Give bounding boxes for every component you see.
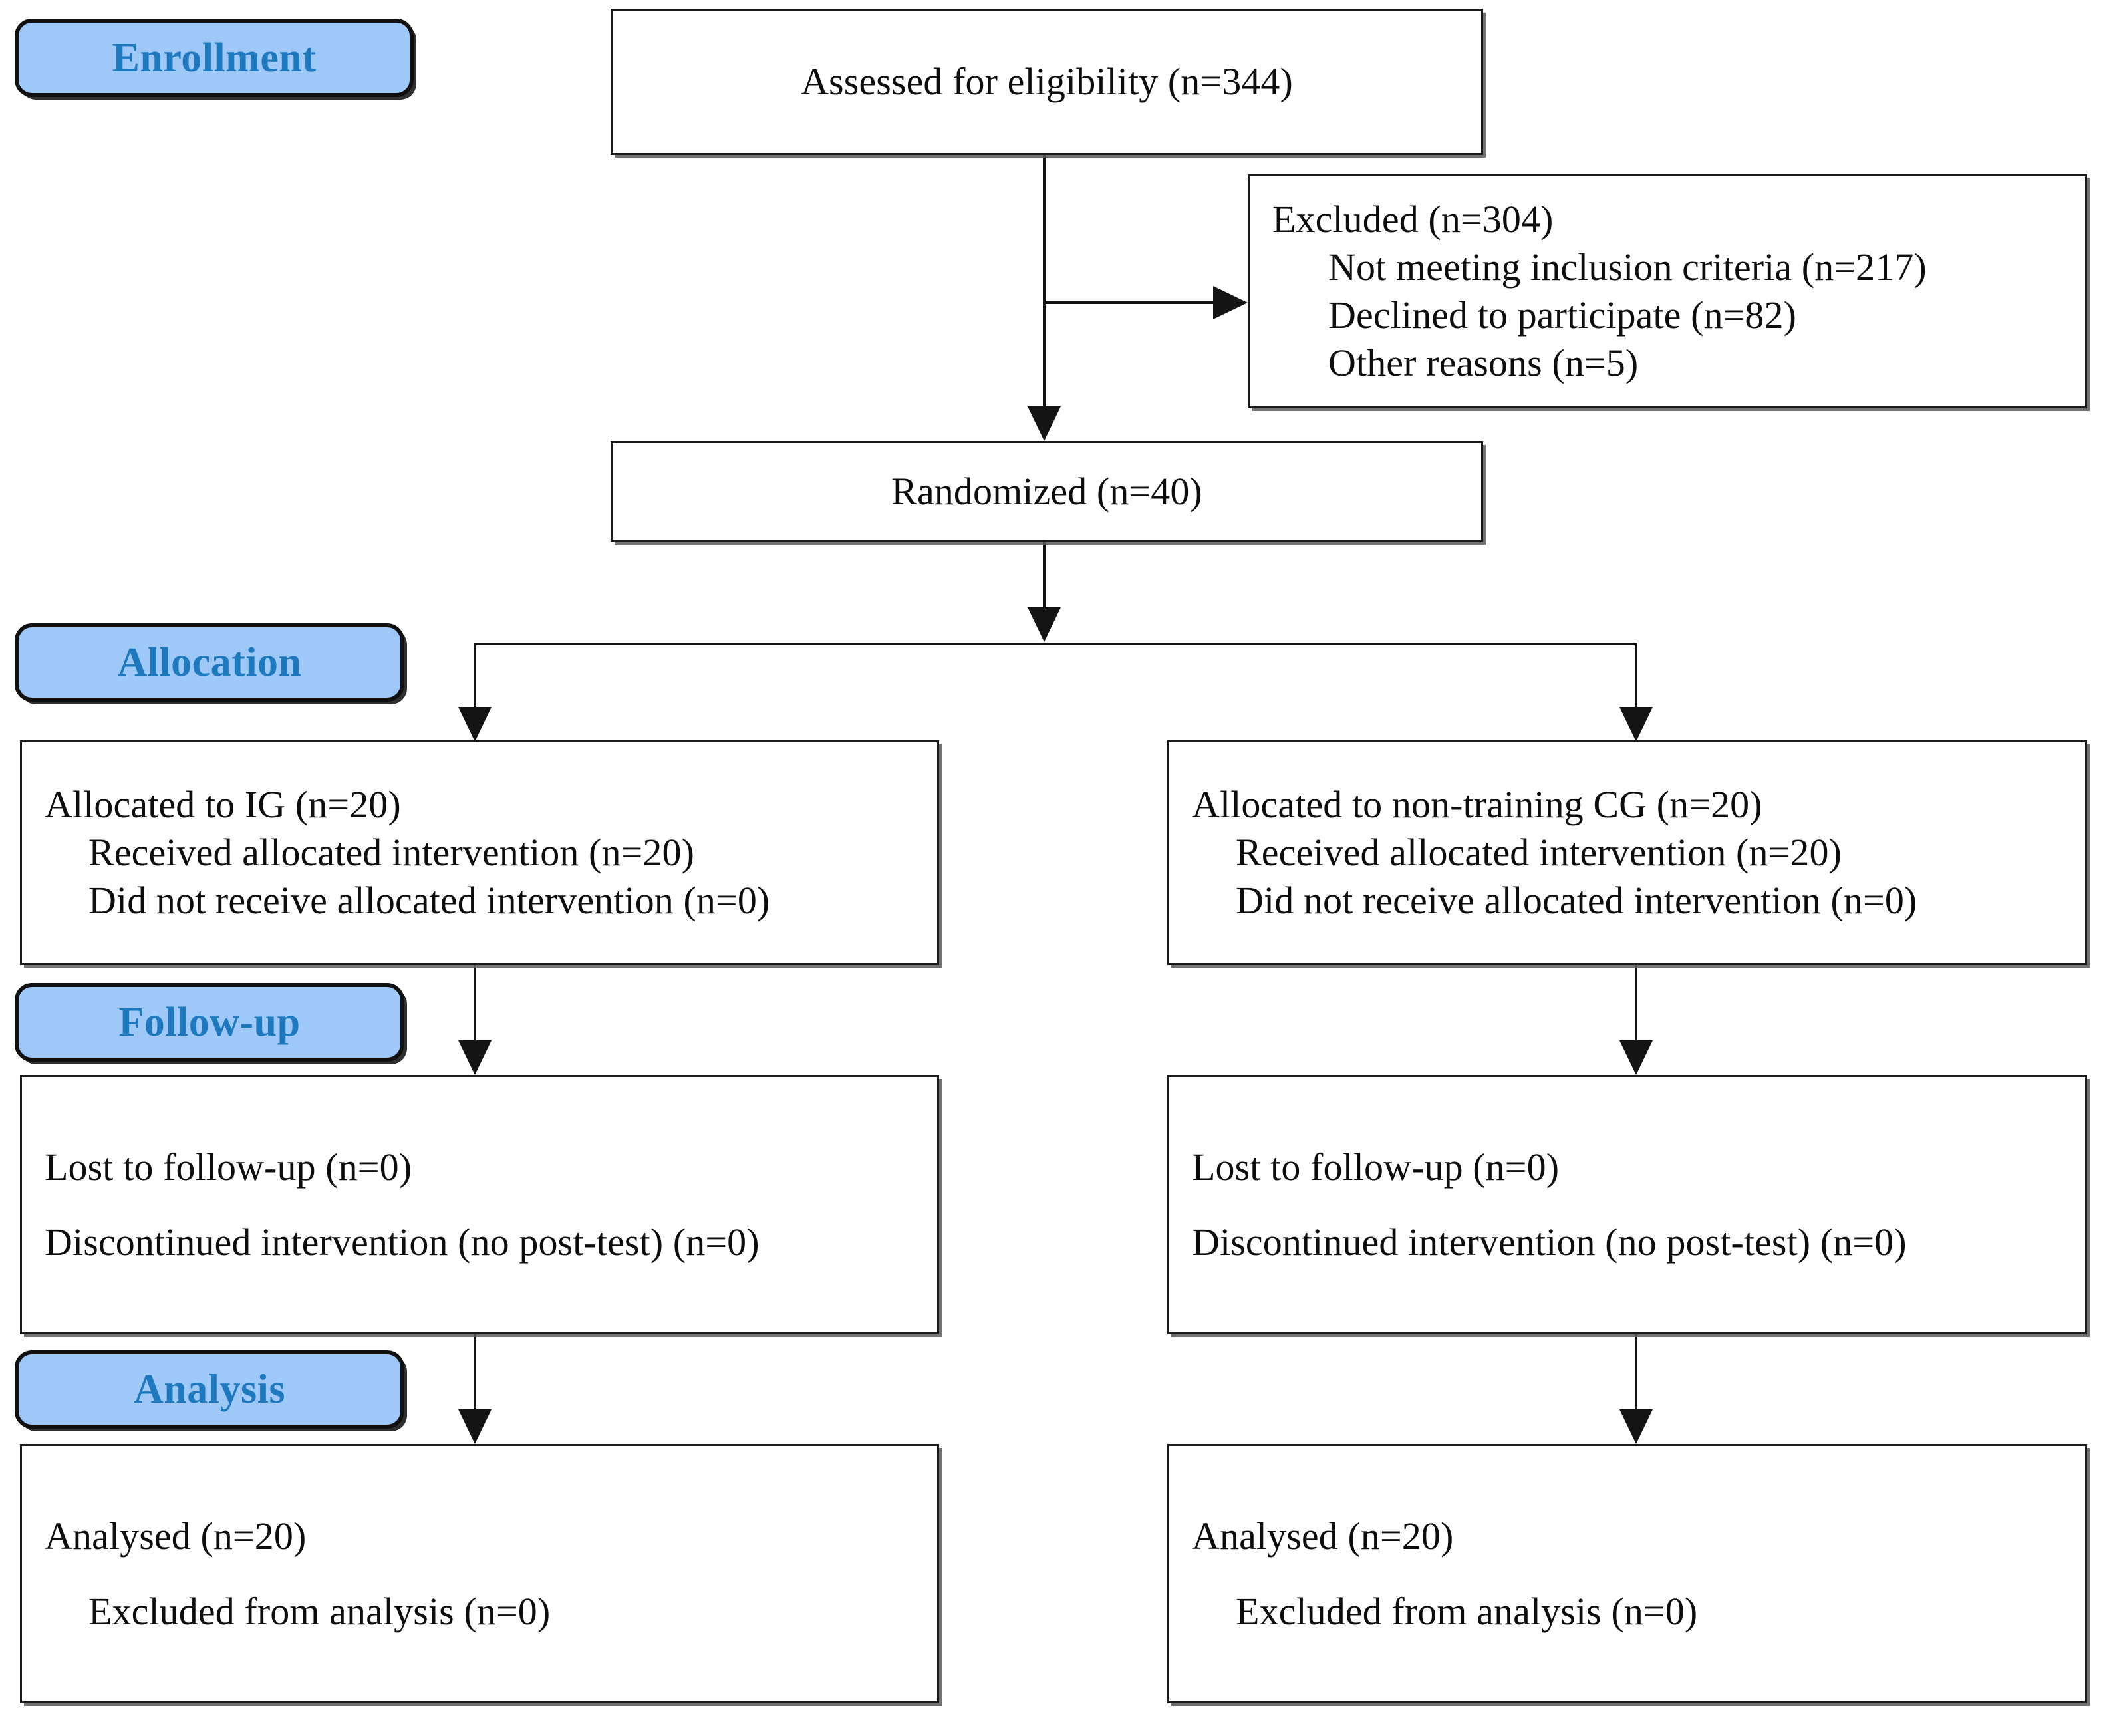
arrowhead-split-to-right-allocation	[1619, 707, 1653, 742]
box-analysis-right: Analysed (n=20) Excluded from analysis (…	[1167, 1444, 2087, 1703]
box-assessed-for-eligibility: Assessed for eligibility (n=344)	[611, 9, 1483, 155]
connector-left-followup-to-analysis	[474, 1334, 476, 1411]
followup-left-line: Lost to follow-up (n=0)	[45, 1145, 412, 1189]
analysis-left-detail: Excluded from analysis (n=0)	[88, 1590, 551, 1633]
analysis-right-heading: Analysed (n=20)	[1192, 1514, 1454, 1558]
allocation-left-detail: Received allocated intervention (n=20)	[88, 831, 694, 875]
connector-split-to-right-allocation	[1635, 643, 1637, 709]
connector-left-allocation-to-followup	[474, 965, 476, 1042]
analysis-right-detail: Excluded from analysis (n=0)	[1236, 1590, 1698, 1633]
connector-right-followup-to-analysis	[1635, 1334, 1637, 1411]
randomized-text: Randomized (n=40)	[891, 470, 1202, 513]
stage-badge-allocation: Allocation	[15, 623, 404, 702]
connector-right-allocation-to-followup	[1635, 965, 1637, 1042]
allocation-left-heading: Allocated to IG (n=20)	[45, 783, 401, 827]
box-allocation-left: Allocated to IG (n=20) Received allocate…	[20, 740, 939, 965]
arrowhead-left-followup-to-analysis	[458, 1409, 492, 1444]
arrowhead-assessed-to-excluded	[1213, 286, 1248, 319]
allocation-split-bar	[474, 643, 1637, 645]
stage-badge-allocation-label: Allocation	[117, 639, 302, 685]
stage-badge-analysis-label: Analysis	[134, 1366, 285, 1412]
stage-badge-enrollment: Enrollment	[15, 19, 414, 97]
assessed-text: Assessed for eligibility (n=344)	[801, 60, 1293, 104]
box-randomized: Randomized (n=40)	[611, 441, 1483, 542]
excluded-reason: Not meeting inclusion criteria (n=217)	[1328, 245, 1927, 289]
followup-right-line: Lost to follow-up (n=0)	[1192, 1145, 1560, 1189]
box-followup-right: Lost to follow-up (n=0) Discontinued int…	[1167, 1075, 2087, 1334]
arrowhead-right-followup-to-analysis	[1619, 1409, 1653, 1444]
box-analysis-left: Analysed (n=20) Excluded from analysis (…	[20, 1444, 939, 1703]
allocation-right-heading: Allocated to non-training CG (n=20)	[1192, 783, 1762, 827]
box-allocation-right: Allocated to non-training CG (n=20) Rece…	[1167, 740, 2087, 965]
arrowhead-assessed-to-randomized	[1028, 406, 1061, 441]
excluded-heading: Excluded (n=304)	[1272, 198, 1554, 241]
excluded-reason: Declined to participate (n=82)	[1328, 293, 1797, 337]
stage-badge-followup: Follow-up	[15, 983, 404, 1062]
arrowhead-right-allocation-to-followup	[1619, 1040, 1653, 1075]
arrowhead-split-to-left-allocation	[458, 707, 492, 742]
followup-right-line: Discontinued intervention (no post-test)…	[1192, 1221, 1907, 1264]
box-excluded: Excluded (n=304) Not meeting inclusion c…	[1248, 174, 2087, 408]
arrowhead-left-allocation-to-followup	[458, 1040, 492, 1075]
arrowhead-randomized-to-split	[1028, 607, 1061, 642]
connector-assessed-to-excluded	[1043, 301, 1217, 304]
stage-badge-followup-label: Follow-up	[118, 999, 301, 1045]
excluded-reason: Other reasons (n=5)	[1328, 341, 1639, 384]
connector-split-to-left-allocation	[474, 643, 476, 709]
stage-badge-enrollment-label: Enrollment	[112, 35, 317, 80]
stage-badge-analysis: Analysis	[15, 1350, 404, 1429]
followup-left-line: Discontinued intervention (no post-test)…	[45, 1221, 760, 1264]
allocation-left-detail: Did not receive allocated intervention (…	[88, 878, 770, 922]
allocation-right-detail: Did not receive allocated intervention (…	[1236, 878, 1917, 922]
allocation-right-detail: Received allocated intervention (n=20)	[1236, 831, 1842, 875]
connector-randomized-to-split	[1043, 542, 1046, 609]
analysis-left-heading: Analysed (n=20)	[45, 1514, 307, 1558]
box-followup-left: Lost to follow-up (n=0) Discontinued int…	[20, 1075, 939, 1334]
connector-assessed-to-randomized	[1043, 155, 1046, 406]
